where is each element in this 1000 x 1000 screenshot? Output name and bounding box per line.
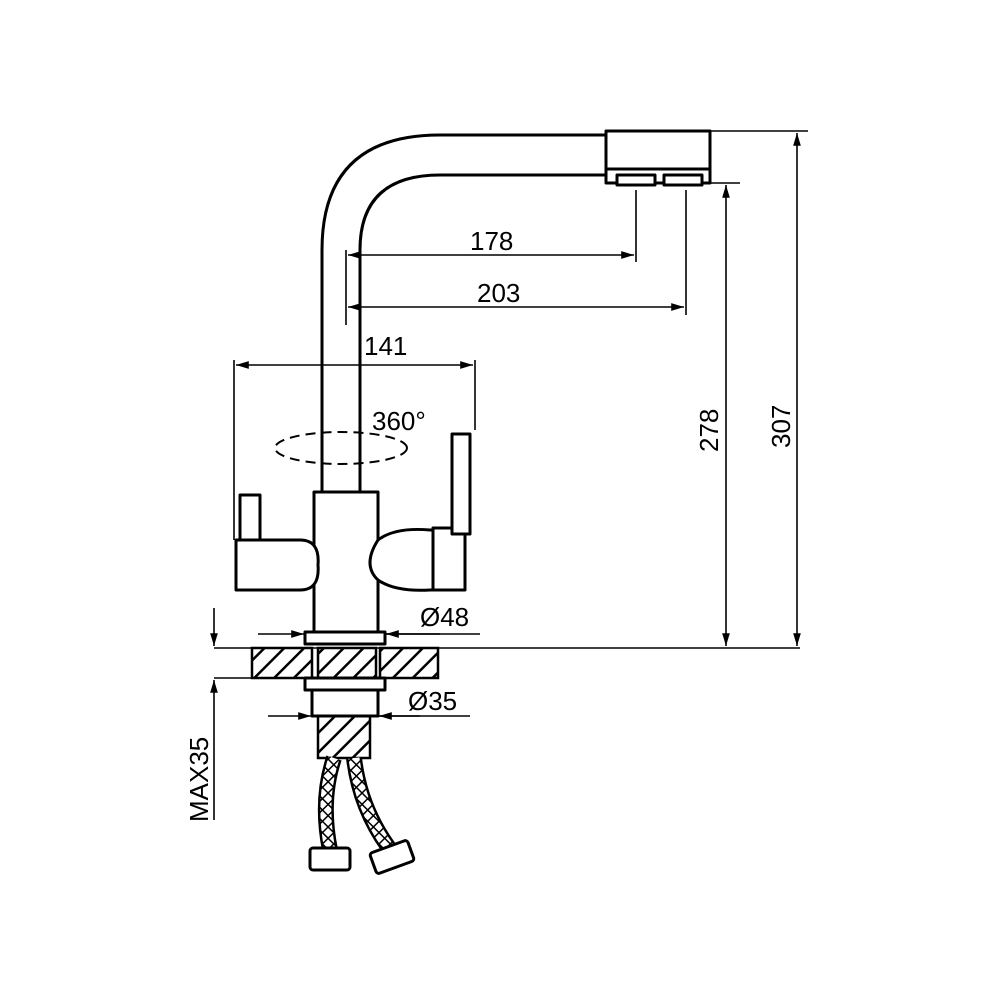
- dim-48-label: Ø48: [420, 602, 469, 632]
- mounting-shank: [303, 676, 387, 760]
- dimension-diameter-48: Ø48: [258, 602, 480, 638]
- dimension-178: 178: [345, 190, 637, 325]
- dim-35-label: Ø35: [408, 686, 457, 716]
- countertop-section: [214, 646, 800, 680]
- spout: [320, 129, 712, 497]
- dimension-307: 307: [710, 130, 808, 646]
- dim-141-label: 141: [364, 331, 407, 361]
- dimension-141: 141: [233, 331, 476, 540]
- dim-178-label: 178: [470, 226, 513, 256]
- rotation-indicator: 360°: [274, 406, 426, 465]
- rotation-label: 360°: [372, 406, 426, 436]
- supply-hoses: [308, 755, 416, 875]
- dim-max35-label: MAX35: [184, 737, 214, 822]
- dimension-diameter-35: Ø35: [268, 686, 470, 720]
- faucet-body: [234, 432, 472, 646]
- dimension-278: 278: [694, 182, 740, 646]
- dimension-max35: MAX35: [184, 608, 218, 822]
- dim-307-label: 307: [766, 405, 796, 448]
- dimension-203: 203: [348, 190, 687, 315]
- dim-203-label: 203: [477, 278, 520, 308]
- dim-278-label: 278: [694, 409, 724, 452]
